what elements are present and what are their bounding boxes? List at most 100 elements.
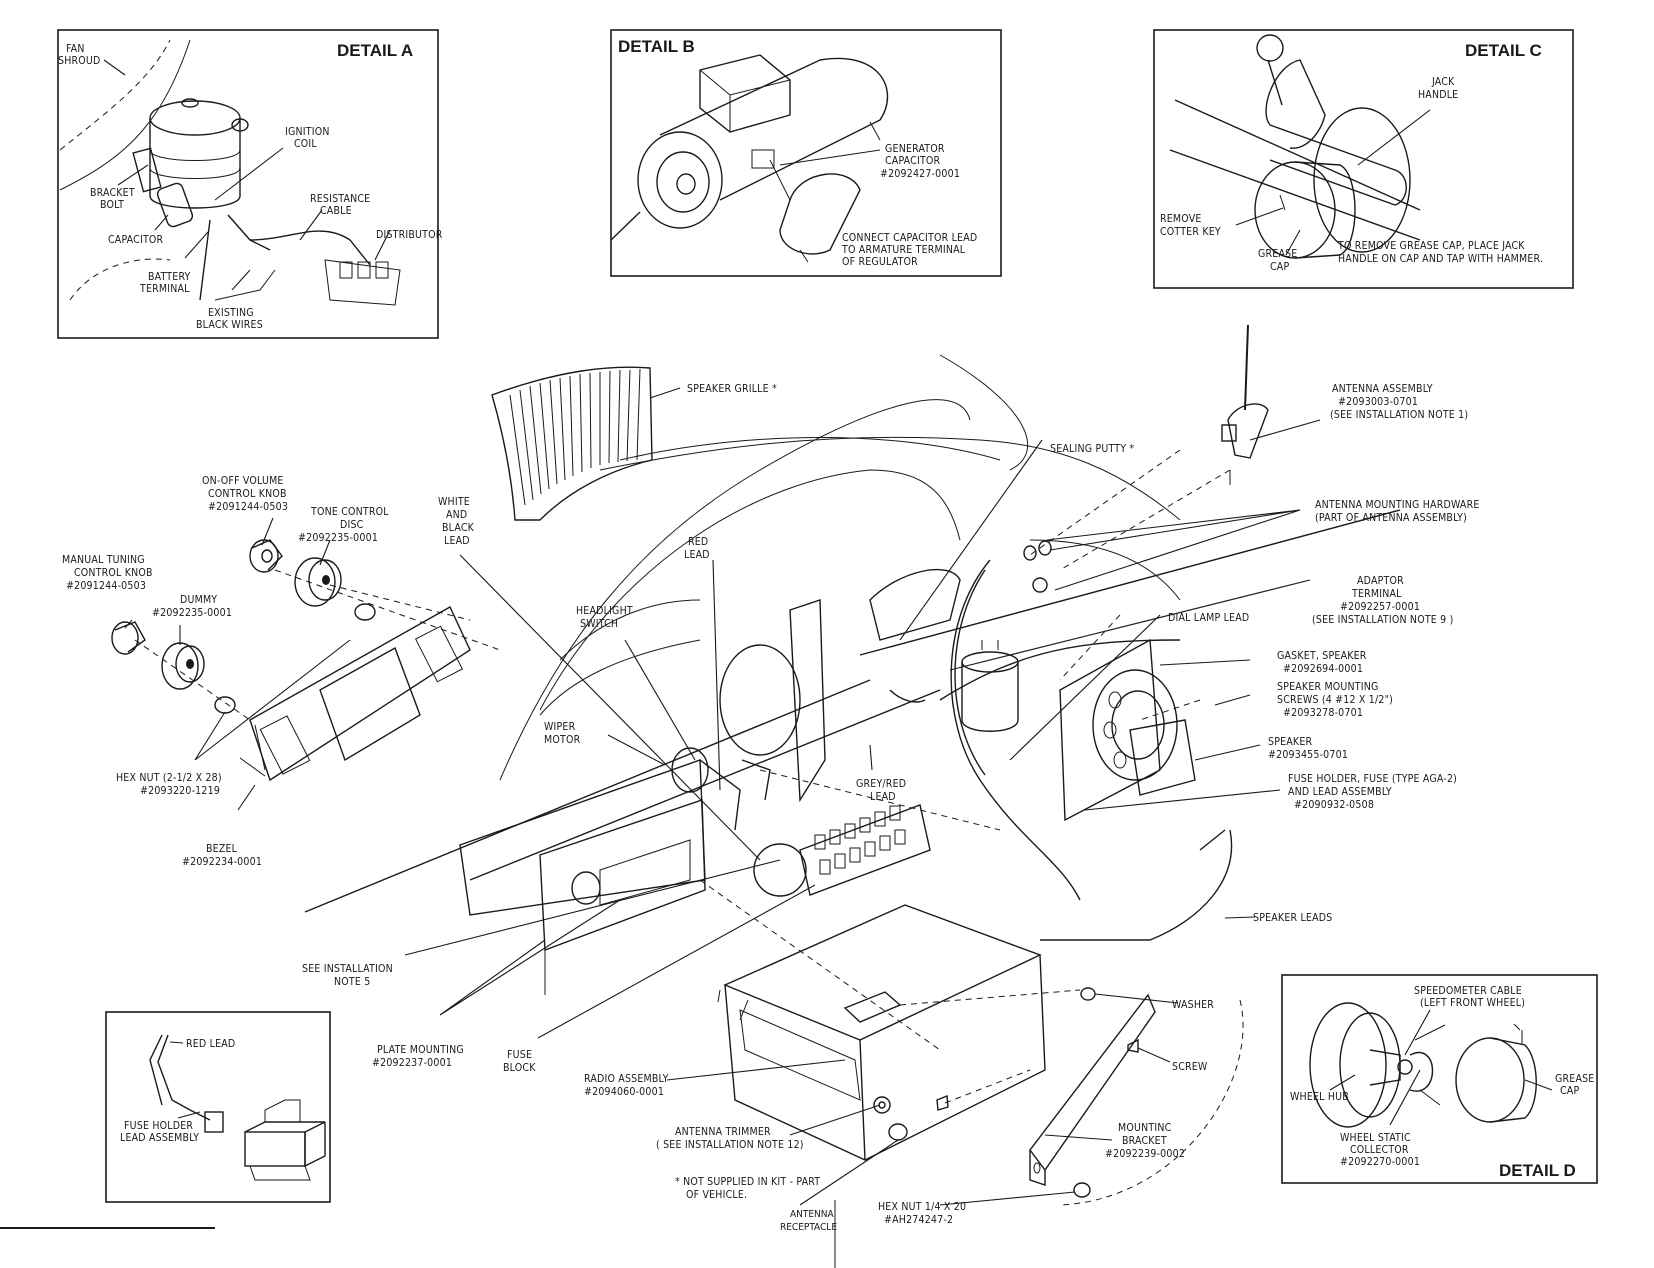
- callout-label-text: RESISTANCE: [310, 193, 370, 205]
- hex-nut-quarter: [1073, 1182, 1091, 1198]
- callout-label: #2094060-0001: [584, 1086, 664, 1098]
- callout-label: #2092270-0001: [1340, 1156, 1420, 1168]
- callout-label-text: SPEAKER LEADS: [1253, 912, 1332, 924]
- callout-label: #2092239-0002: [1105, 1148, 1185, 1160]
- callout-label-text: ( SEE INSTALLATION NOTE 12): [656, 1139, 804, 1151]
- callout-label-text: DISTRIBUTOR: [376, 229, 443, 241]
- callout-label-text: SWITCH: [580, 618, 618, 630]
- callout-label: ADAPTOR: [1357, 575, 1404, 587]
- callout-label-text: #2092234-0001: [182, 856, 262, 868]
- callout-label: HEX NUT (2-1/2 X 28): [116, 772, 222, 784]
- callout-label-text: OF VEHICLE.: [686, 1189, 747, 1201]
- speaker-bracket: [789, 599, 826, 803]
- callout-label-text: BRACKET: [1122, 1135, 1167, 1147]
- detail-d: DETAIL D SPEEDOMETER CABLE (LEFT FRONT W…: [1281, 974, 1598, 1184]
- tone-control-disc: [294, 557, 342, 607]
- callout-label-text: WASHER: [1172, 999, 1214, 1011]
- dummy-disc: [161, 642, 205, 690]
- callout-label-text: DISC: [340, 519, 364, 531]
- antenna-assembly: [1221, 324, 1269, 485]
- callout-label: #2092257-0001: [1340, 601, 1420, 613]
- callout-label-text: SCREW: [1172, 1061, 1208, 1073]
- callout-label-text: HEX NUT 1/4 X 20: [878, 1201, 966, 1213]
- callout-label-text: SPEAKER MOUNTING: [1277, 681, 1379, 693]
- grey-red-lead-wire: [889, 689, 926, 703]
- callout-label: LEAD: [870, 791, 896, 803]
- callout-label: CONTROL KNOB: [208, 488, 287, 500]
- callout-label: FUSE: [507, 1049, 532, 1061]
- callout-label-text: * NOT SUPPLIED IN KIT - PART: [675, 1176, 820, 1188]
- callout-label-text: BEZEL: [206, 843, 238, 855]
- callout-label: REMOVE: [1160, 213, 1202, 225]
- callout-label-text: NOTE 5: [334, 976, 370, 988]
- callout-label: (SEE INSTALLATION NOTE 9 ): [1312, 614, 1453, 626]
- callout-label-text: GREY/RED: [856, 778, 906, 790]
- antenna-receptacle: [888, 1123, 908, 1141]
- callout-label-text: MOUNTINC: [1118, 1122, 1172, 1134]
- callout-label-text: #2090932-0508: [1294, 799, 1374, 811]
- callout-label: CONNECT CAPACITOR LEAD: [842, 232, 977, 244]
- callout-label: GASKET, SPEAKER: [1277, 650, 1367, 662]
- callout-label: MANUAL TUNING: [62, 554, 145, 566]
- callout-label: #2090932-0508: [1294, 799, 1374, 811]
- callout-label: PLATE MOUNTING: [377, 1044, 464, 1056]
- callout-label-text: CAP: [1270, 261, 1289, 273]
- callout-label: BRACKET: [1122, 1135, 1167, 1147]
- callout-label-text: ON-OFF VOLUME: [202, 475, 284, 487]
- callout-label-text: SCREWS (4 #12 X 1/2"): [1277, 694, 1393, 706]
- callout-label: HEADLIGHT: [576, 605, 633, 617]
- wiper-motor: [671, 747, 771, 831]
- callout-label-text: #2092235-0001: [152, 607, 232, 619]
- antenna-cable: [950, 559, 1081, 901]
- callout-label-text: CONTROL KNOB: [208, 488, 287, 500]
- callout-label-text: #2092237-0001: [372, 1057, 452, 1069]
- callout-label-text: ANTENNA ASSEMBLY: [1332, 383, 1433, 395]
- callout-label: BOLT: [100, 199, 124, 211]
- volume-knob: [249, 539, 283, 573]
- detail-c: DETAIL C JACK HANDLE REMOVE COTTER KEY G…: [1153, 29, 1574, 289]
- callout-label-text: CAPACITOR: [885, 155, 941, 167]
- callout-label: #2092235-0001: [298, 532, 378, 544]
- washer: [1080, 987, 1096, 1001]
- callout-label: #2091244-0503: [208, 501, 288, 513]
- callout-label: BRACKET: [90, 187, 135, 199]
- callout-label: CONTROL KNOB: [74, 567, 153, 579]
- callout-label-text: #2093278-0701: [1283, 707, 1363, 719]
- hex-nut-right: [354, 603, 376, 621]
- callout-label: EXISTING: [208, 307, 254, 319]
- callout-label: #2092694-0001: [1283, 663, 1363, 675]
- callout-label-text: OF REGULATOR: [842, 256, 918, 268]
- callout-label: #2093003-0701: [1338, 396, 1418, 408]
- callout-label: SPEAKER: [1268, 736, 1312, 748]
- callout-label-text: MOTOR: [544, 734, 581, 746]
- callout-label-text: #2093220-1219: [140, 785, 220, 797]
- callout-label: TO REMOVE GREASE CAP, PLACE JACK: [1337, 240, 1525, 252]
- main-exploded-view: [0, 324, 1401, 1268]
- speaker-grille: [491, 366, 653, 521]
- callout-label-text: LEAD ASSEMBLY: [120, 1132, 199, 1144]
- callout-label-text: IGNITION: [285, 126, 330, 138]
- callout-label-text: HANDLE ON CAP AND TAP WITH HAMMER.: [1338, 253, 1543, 265]
- callout-label: #AH274247-2: [884, 1214, 953, 1226]
- callout-label: (LEFT FRONT WHEEL): [1420, 997, 1525, 1009]
- callout-label-text: #2091244-0503: [208, 501, 288, 513]
- fuse-block: [799, 804, 931, 896]
- callout-label-text: CABLE: [320, 205, 352, 217]
- callout-label: #2091244-0503: [66, 580, 146, 592]
- callout-label-text: COLLECTOR: [1350, 1144, 1409, 1156]
- callout-label-text: PLATE MOUNTING: [377, 1044, 464, 1056]
- callout-label-text: DUMMY: [180, 594, 217, 606]
- callout-label: GREY/RED: [856, 778, 906, 790]
- callout-label: RADIO ASSEMBLY: [584, 1073, 669, 1085]
- callout-label-text: #2092270-0001: [1340, 1156, 1420, 1168]
- callout-label-text: LEAD: [870, 791, 896, 803]
- callout-label: MOTOR: [544, 734, 581, 746]
- callout-label: OF REGULATOR: [842, 256, 918, 268]
- detail-d-title: DETAIL D: [1499, 1161, 1576, 1180]
- callout-label-text: WIPER: [544, 721, 576, 733]
- callout-label-text: TERMINAL: [1351, 588, 1402, 600]
- static-capacitor: [961, 640, 1019, 732]
- callout-label: TO ARMATURE TERMINAL: [841, 244, 966, 256]
- callout-label: SHROUD: [58, 55, 101, 67]
